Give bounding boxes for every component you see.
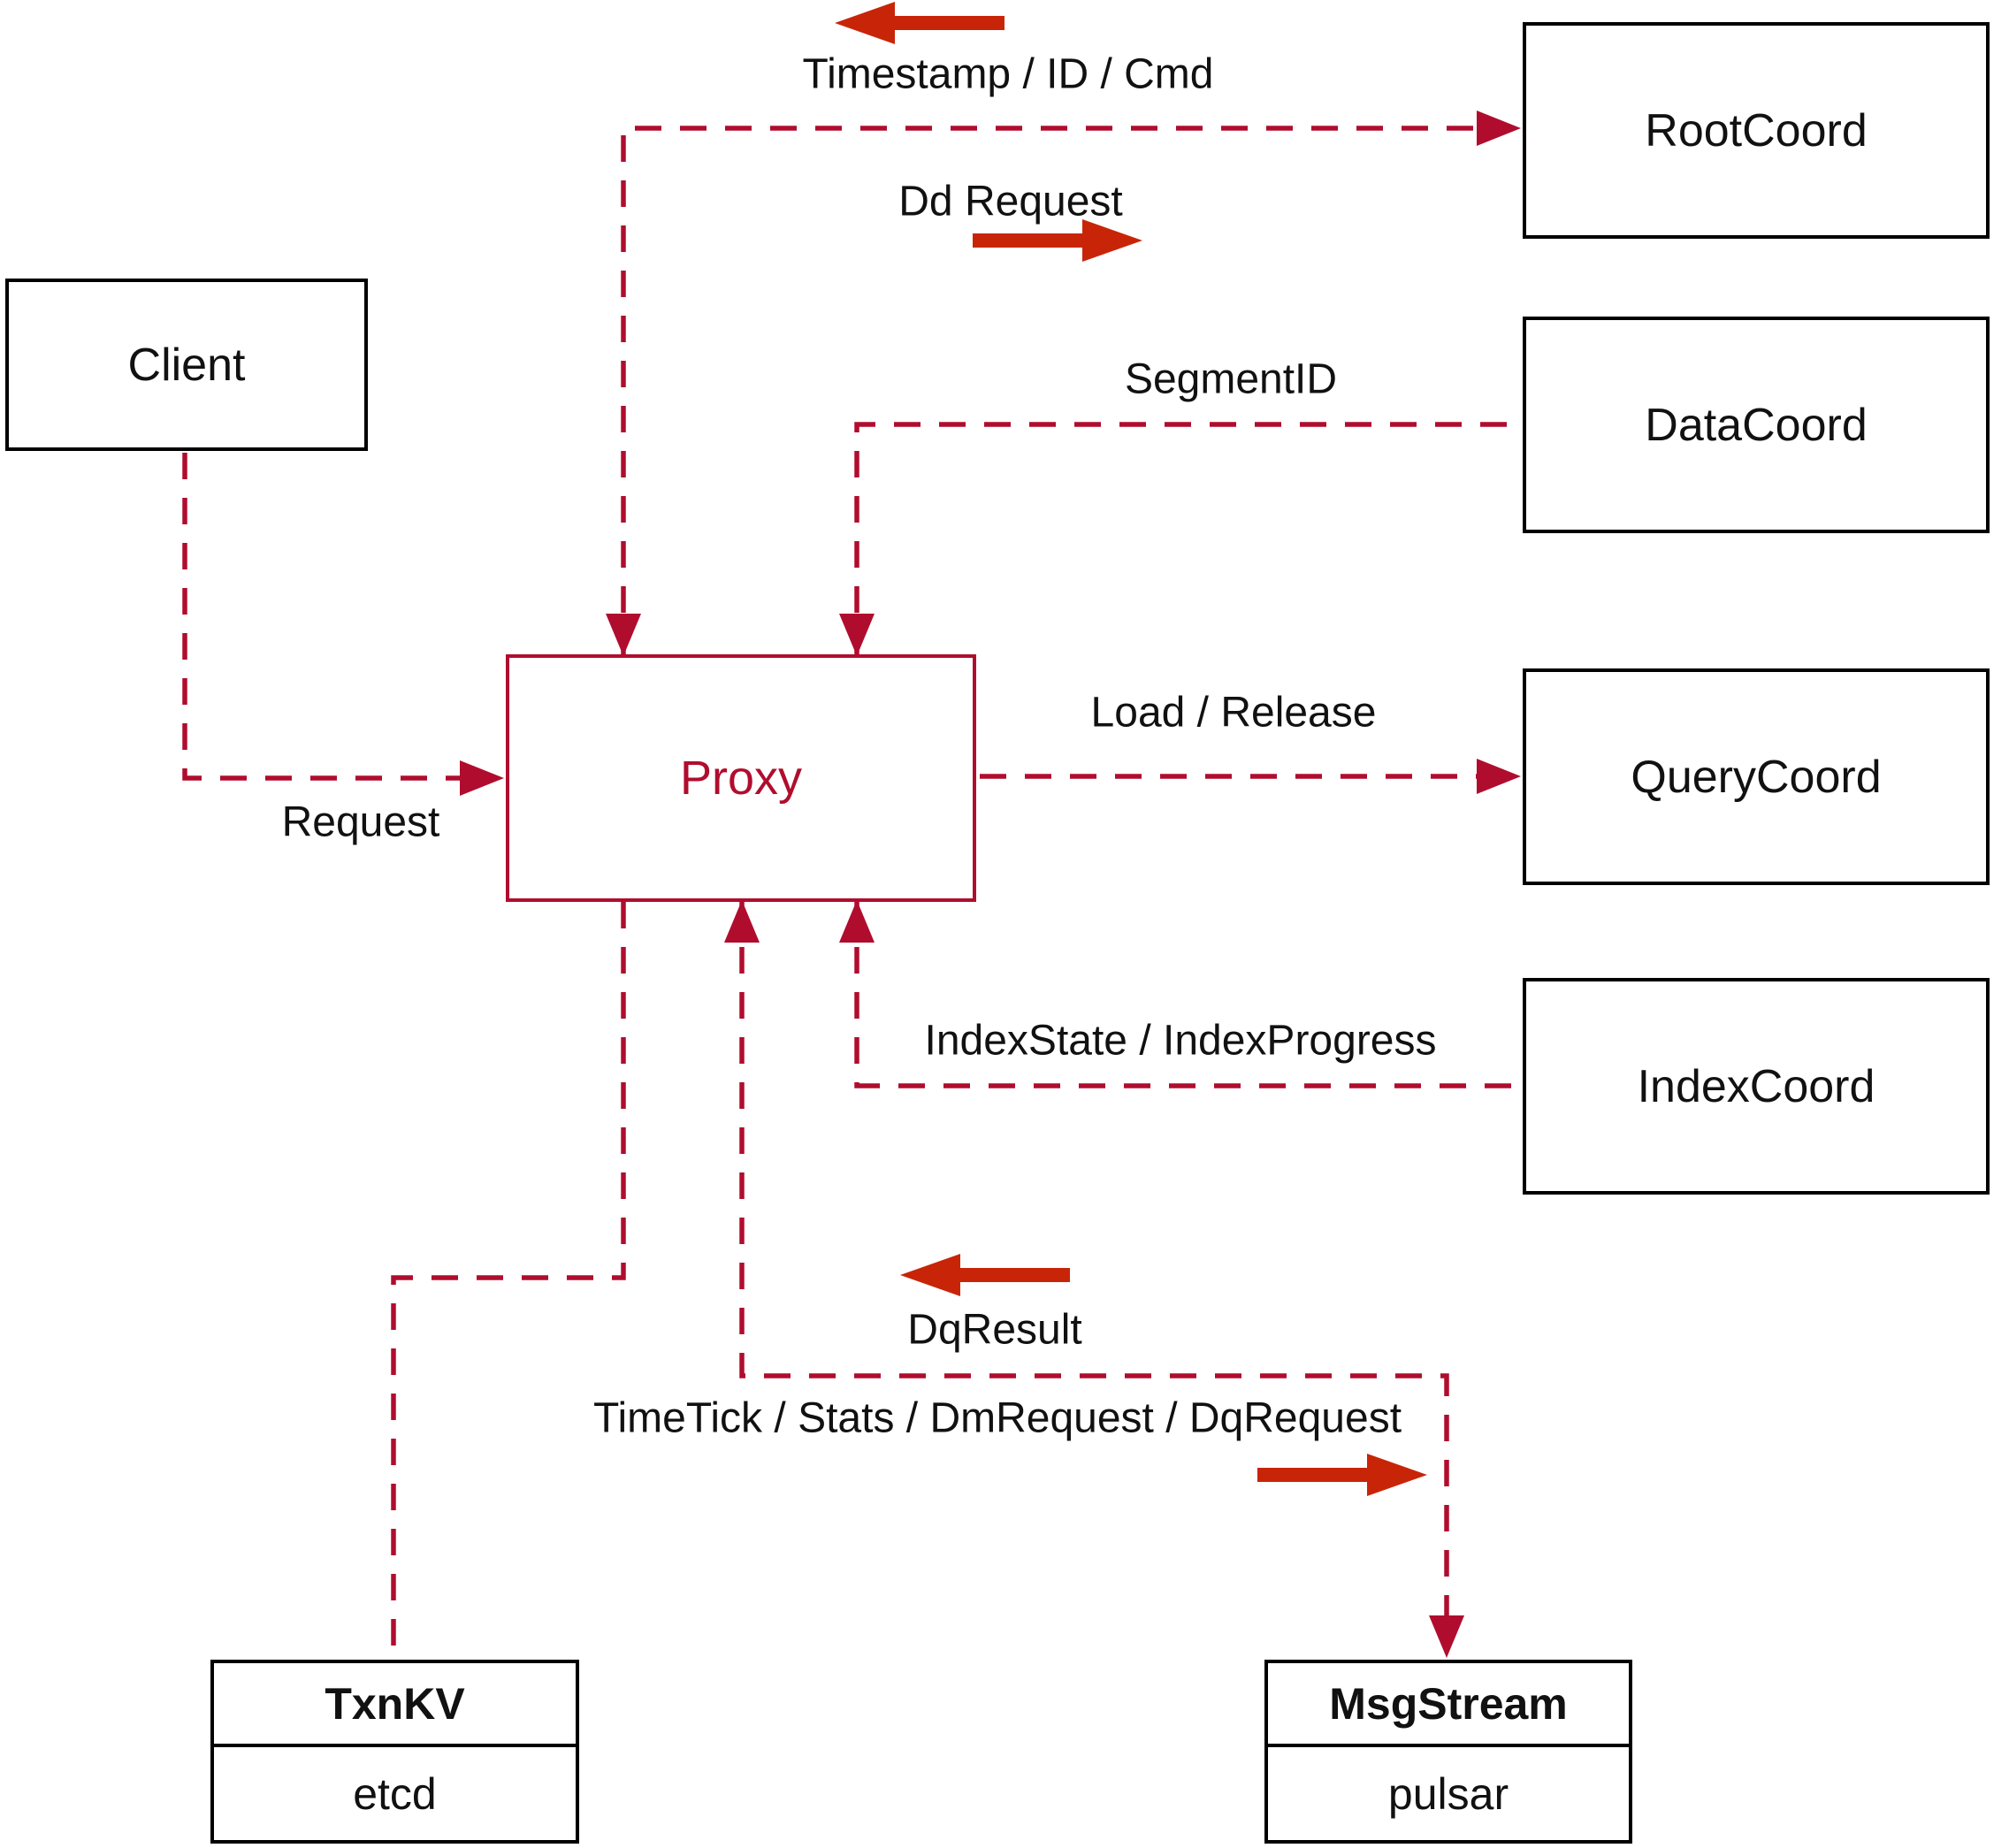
arrowhead-into-rootcoord: [1477, 111, 1521, 146]
node-proxy: Proxy: [506, 654, 976, 902]
edge-label-timestamp-id-cmd: Timestamp / ID / Cmd: [802, 50, 1214, 98]
node-datacoord-label: DataCoord: [1645, 399, 1868, 451]
connector-proxy-indexcoord: [854, 902, 1519, 1088]
edge-label-time-tick-stats: TimeTick / Stats / DmRequest / DqRequest: [592, 1394, 1402, 1442]
node-txnkv-header: TxnKV: [214, 1663, 576, 1747]
arrowhead-into-querycoord: [1477, 759, 1521, 794]
connector-client-proxy: [182, 453, 495, 781]
node-msgstream-header: MsgStream: [1268, 1663, 1629, 1747]
node-txnkv: TxnKV etcd: [210, 1660, 579, 1844]
arrowhead-into-proxy-bottom-right: [839, 900, 875, 943]
arrowhead-into-msgstream: [1429, 1615, 1464, 1658]
node-querycoord-label: QueryCoord: [1631, 751, 1882, 803]
arrowhead-into-proxy-top-left: [606, 614, 641, 656]
arrowhead-into-proxy-left: [460, 760, 504, 796]
right-flow-arrow-dd-request-icon: [973, 219, 1142, 262]
node-client-label: Client: [127, 339, 246, 391]
node-client: Client: [5, 279, 368, 451]
left-flow-arrow-timestamp-icon: [835, 2, 1004, 44]
connector-proxy-txnkv: [391, 902, 626, 1658]
edge-label-segment-id: SegmentID: [1124, 355, 1338, 403]
arrowhead-into-proxy-top-right: [839, 614, 875, 656]
node-rootcoord: RootCoord: [1523, 22, 1990, 239]
connector-proxy-msgstream: [739, 902, 1449, 1652]
edge-label-dq-result: DqResult: [907, 1306, 1082, 1354]
node-datacoord: DataCoord: [1523, 317, 1990, 533]
connector-proxy-datacoord: [854, 422, 1519, 658]
edge-label-load-release: Load / Release: [1090, 689, 1377, 737]
arrowhead-into-proxy-bottom-left: [724, 900, 760, 943]
node-proxy-label: Proxy: [679, 752, 803, 805]
edge-label-request: Request: [281, 798, 440, 846]
node-querycoord: QueryCoord: [1523, 668, 1990, 885]
node-txnkv-body: etcd: [353, 1768, 437, 1819]
edge-label-index-state-progress: IndexState / IndexProgress: [924, 1017, 1437, 1065]
node-msgstream: MsgStream pulsar: [1264, 1660, 1632, 1844]
left-flow-arrow-dq-result-icon: [900, 1254, 1070, 1296]
node-indexcoord: IndexCoord: [1523, 978, 1990, 1195]
node-indexcoord-label: IndexCoord: [1637, 1060, 1875, 1112]
edge-label-dd-request: Dd Request: [898, 178, 1123, 225]
node-rootcoord-label: RootCoord: [1645, 104, 1868, 157]
right-flow-arrow-time-tick-icon: [1257, 1454, 1427, 1496]
node-msgstream-body: pulsar: [1387, 1768, 1509, 1819]
